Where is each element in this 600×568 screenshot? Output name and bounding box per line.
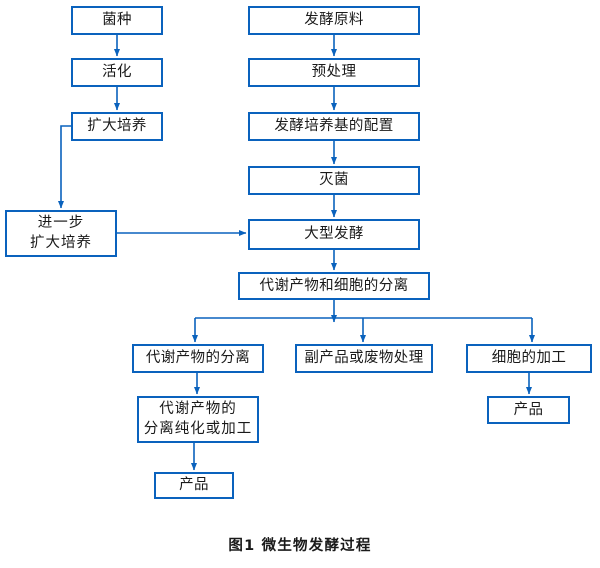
node-metabolite-purification[interactable]: 代谢产物的 分离纯化或加工 (137, 396, 259, 443)
node-expand-culture[interactable]: 扩大培养 (71, 112, 163, 141)
node-inoculum[interactable]: 菌种 (71, 6, 163, 35)
node-cell-processing[interactable]: 细胞的加工 (466, 344, 592, 373)
node-large-fermentation[interactable]: 大型发酵 (248, 219, 420, 250)
node-activation[interactable]: 活化 (71, 58, 163, 87)
node-metabolite-separation[interactable]: 代谢产物的分离 (132, 344, 264, 373)
node-sterilization[interactable]: 灭菌 (248, 166, 420, 195)
node-further-expand-culture[interactable]: 进一步 扩大培养 (5, 210, 117, 257)
node-medium-preparation[interactable]: 发酵培养基的配置 (248, 112, 420, 141)
node-byproduct-or-waste-treatment[interactable]: 副产品或废物处理 (295, 344, 433, 373)
node-product-left[interactable]: 产品 (154, 472, 234, 499)
node-raw-material[interactable]: 发酵原料 (248, 6, 420, 35)
node-separation-metabolite-and-cell[interactable]: 代谢产物和细胞的分离 (238, 272, 430, 300)
node-pretreatment[interactable]: 预处理 (248, 58, 420, 87)
figure-caption: 图1 微生物发酵过程 (228, 538, 372, 554)
node-product-right[interactable]: 产品 (487, 396, 570, 424)
edge-expand-culture-to-further-expand-culture (57, 125, 71, 209)
